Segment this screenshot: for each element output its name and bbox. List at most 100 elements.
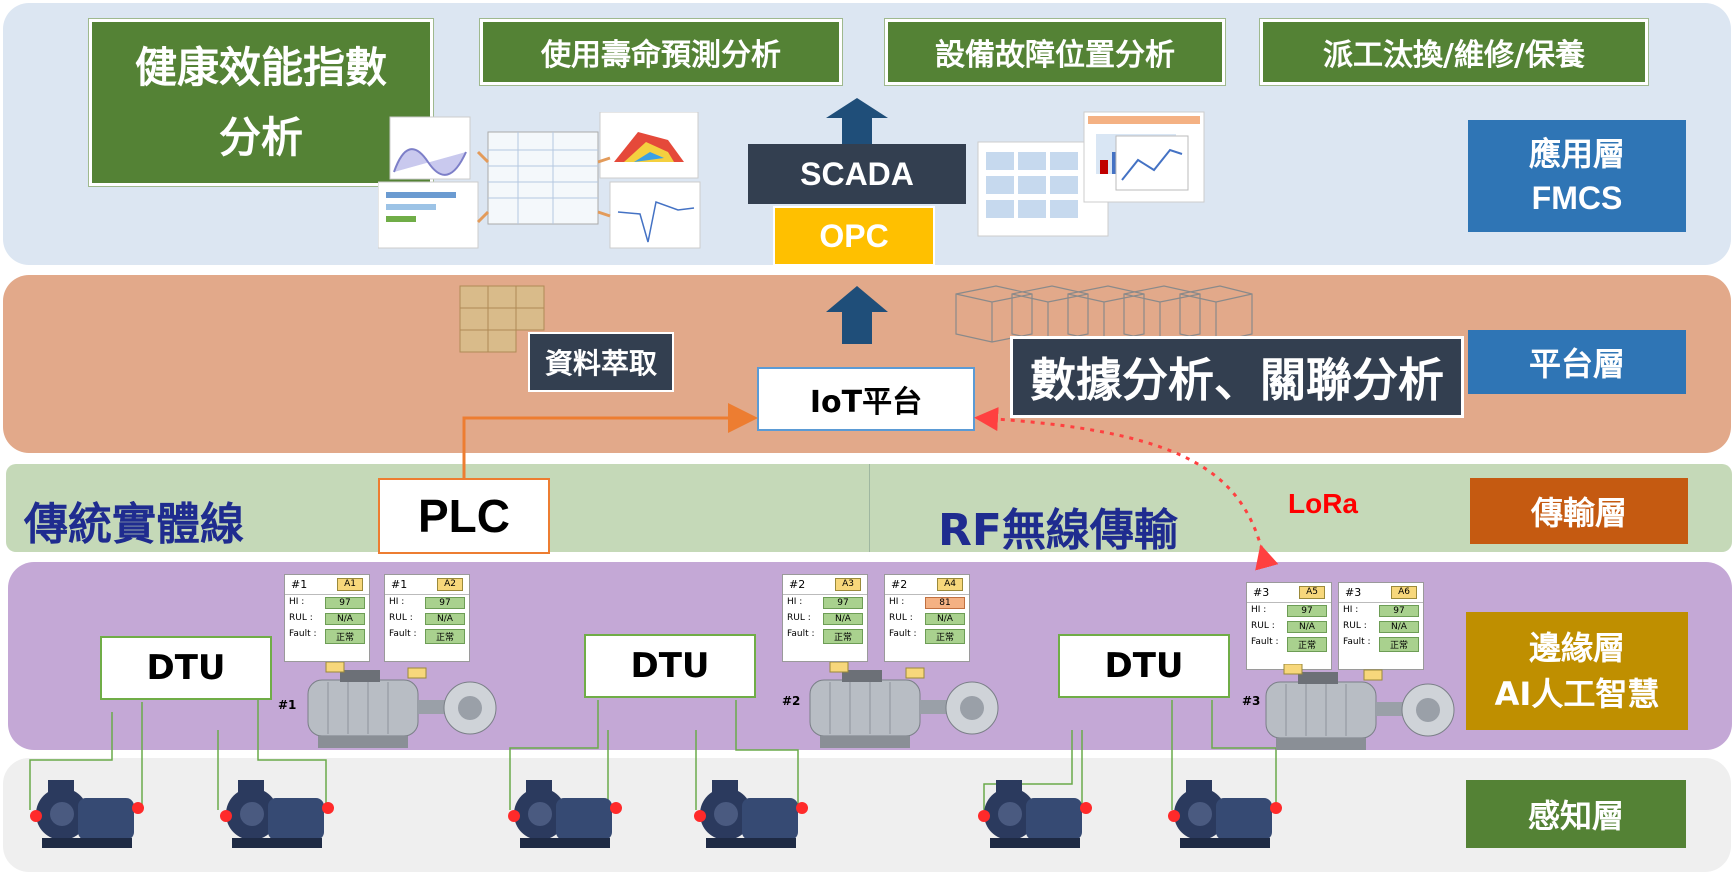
analytics-screenshots-image bbox=[378, 112, 701, 249]
card-fault-value: 正常 bbox=[325, 629, 365, 644]
card-tag: A1 bbox=[337, 578, 363, 591]
card-tag: A3 bbox=[835, 578, 861, 591]
scada-box: SCADA bbox=[748, 144, 966, 204]
card-fault-label: Fault : bbox=[389, 629, 417, 639]
motor-pump-icon bbox=[307, 662, 497, 748]
card-rul-value: N/A bbox=[325, 613, 365, 625]
card-hi-value: 97 bbox=[1287, 605, 1327, 617]
data-extraction-box: 資料萃取 bbox=[528, 332, 674, 392]
card-hi-label: HI : bbox=[289, 597, 305, 607]
card-id: #1 bbox=[291, 578, 308, 591]
card-hi-label: HI : bbox=[1251, 605, 1267, 615]
sensor-pump-icon bbox=[1168, 780, 1282, 848]
card-hi-value: 97 bbox=[425, 597, 465, 609]
card-rul-label: RUL : bbox=[1251, 621, 1275, 631]
motor-pump-icon bbox=[1265, 664, 1455, 750]
up-arrow-icon bbox=[826, 98, 888, 144]
sensor-pump-icon bbox=[508, 780, 622, 848]
motor-label: #3 bbox=[1242, 694, 1261, 708]
card-tag: A4 bbox=[937, 578, 963, 591]
status-card: #3 A6 HI : 97 RUL : N/A Fault : 正常 bbox=[1338, 582, 1424, 670]
card-rul-value: N/A bbox=[823, 613, 863, 625]
card-hi-value: 97 bbox=[1379, 605, 1419, 617]
dtu-box-2[interactable]: DTU bbox=[584, 634, 756, 698]
status-card: #1 A2 HI : 97 RUL : N/A Fault : 正常 bbox=[384, 574, 470, 662]
card-id: #3 bbox=[1253, 586, 1270, 599]
card-fault-value: 正常 bbox=[425, 629, 465, 644]
card-tag: A2 bbox=[437, 578, 463, 591]
card-hi-label: HI : bbox=[889, 597, 905, 607]
card-fault-label: Fault : bbox=[1343, 637, 1371, 647]
sensor-pump-icon bbox=[220, 780, 334, 848]
status-card: #1 A1 HI : 97 RUL : N/A Fault : 正常 bbox=[284, 574, 370, 662]
card-rul-label: RUL : bbox=[787, 613, 811, 623]
dtu-box-1[interactable]: DTU bbox=[100, 636, 272, 700]
card-hi-value: 81 bbox=[925, 597, 965, 609]
card-hi-value: 97 bbox=[823, 597, 863, 609]
card-fault-label: Fault : bbox=[1251, 637, 1279, 647]
sensor-pump-icon bbox=[978, 780, 1092, 848]
dtu-box-3[interactable]: DTU bbox=[1058, 634, 1230, 698]
card-rul-label: RUL : bbox=[1343, 621, 1367, 631]
card-tag: A5 bbox=[1299, 586, 1325, 599]
wired-transport-label: 傳統實體線 bbox=[24, 499, 244, 550]
card-fault-value: 正常 bbox=[1379, 637, 1419, 652]
application-layer-tag: 應用層 FMCS bbox=[1468, 120, 1686, 232]
data-correlation-analysis-box: 數據分析、關聯分析 bbox=[1010, 336, 1464, 418]
card-fault-label: Fault : bbox=[889, 629, 917, 639]
motor-pump-icon bbox=[809, 662, 999, 748]
platform-layer-tag: 平台層 bbox=[1468, 330, 1686, 394]
dispatch-box: 派工汰換/維修/保養 bbox=[1260, 19, 1648, 85]
card-id: #3 bbox=[1345, 586, 1362, 599]
sensor-pump-icon bbox=[694, 780, 808, 848]
card-hi-label: HI : bbox=[1343, 605, 1359, 615]
rul-analysis-box: 使用壽命預測分析 bbox=[480, 19, 842, 85]
application-layer-sublabel: FMCS bbox=[1531, 180, 1623, 216]
card-rul-label: RUL : bbox=[289, 613, 313, 623]
card-hi-value: 97 bbox=[325, 597, 365, 609]
card-hi-label: HI : bbox=[787, 597, 803, 607]
card-rul-value: N/A bbox=[425, 613, 465, 625]
card-rul-value: N/A bbox=[1379, 621, 1419, 633]
edge-layer-tag: 邊緣層 AI人工智慧 bbox=[1466, 612, 1688, 730]
card-id: #2 bbox=[891, 578, 908, 591]
card-id: #2 bbox=[789, 578, 806, 591]
card-fault-label: Fault : bbox=[787, 629, 815, 639]
health-index-analysis-box: 健康效能指數 分析 bbox=[89, 19, 433, 186]
card-rul-label: RUL : bbox=[889, 613, 913, 623]
transport-divider bbox=[869, 464, 870, 552]
edge-layer-label: 邊緣層 bbox=[1528, 629, 1625, 667]
health-line2: 分析 bbox=[218, 112, 303, 162]
card-fault-value: 正常 bbox=[1287, 637, 1327, 652]
sensor-pump-icon bbox=[30, 780, 144, 848]
motor-label: #1 bbox=[278, 698, 297, 712]
server-rack-icon bbox=[955, 285, 1253, 343]
data-cubes-icon bbox=[459, 285, 545, 353]
status-card: #2 A3 HI : 97 RUL : N/A Fault : 正常 bbox=[782, 574, 868, 662]
lora-label: LoRa bbox=[1288, 488, 1358, 519]
application-layer-label: 應用層 bbox=[1528, 135, 1625, 173]
card-hi-label: HI : bbox=[389, 597, 405, 607]
status-card: #2 A4 HI : 81 RUL : N/A Fault : 正常 bbox=[884, 574, 970, 662]
health-line1: 健康效能指數 bbox=[134, 42, 387, 92]
card-rul-label: RUL : bbox=[389, 613, 413, 623]
transport-layer-tag: 傳輸層 bbox=[1470, 478, 1688, 544]
card-fault-value: 正常 bbox=[925, 629, 965, 644]
sensing-layer-tag: 感知層 bbox=[1466, 780, 1686, 848]
iot-platform-box[interactable]: IoT平台 bbox=[757, 367, 975, 431]
card-rul-value: N/A bbox=[1287, 621, 1327, 633]
opc-box: OPC bbox=[773, 206, 935, 266]
card-tag: A6 bbox=[1391, 586, 1417, 599]
card-rul-value: N/A bbox=[925, 613, 965, 625]
card-id: #1 bbox=[391, 578, 408, 591]
edge-layer-sublabel: AI人工智慧 bbox=[1494, 675, 1660, 713]
up-arrow-icon-2 bbox=[826, 286, 888, 344]
fault-location-box: 設備故障位置分析 bbox=[885, 19, 1225, 85]
plc-box[interactable]: PLC bbox=[378, 478, 550, 554]
dashboard-screenshots-image bbox=[977, 111, 1205, 237]
status-card: #3 A5 HI : 97 RUL : N/A Fault : 正常 bbox=[1246, 582, 1332, 670]
motor-label: #2 bbox=[782, 694, 801, 708]
card-fault-value: 正常 bbox=[823, 629, 863, 644]
card-fault-label: Fault : bbox=[289, 629, 317, 639]
